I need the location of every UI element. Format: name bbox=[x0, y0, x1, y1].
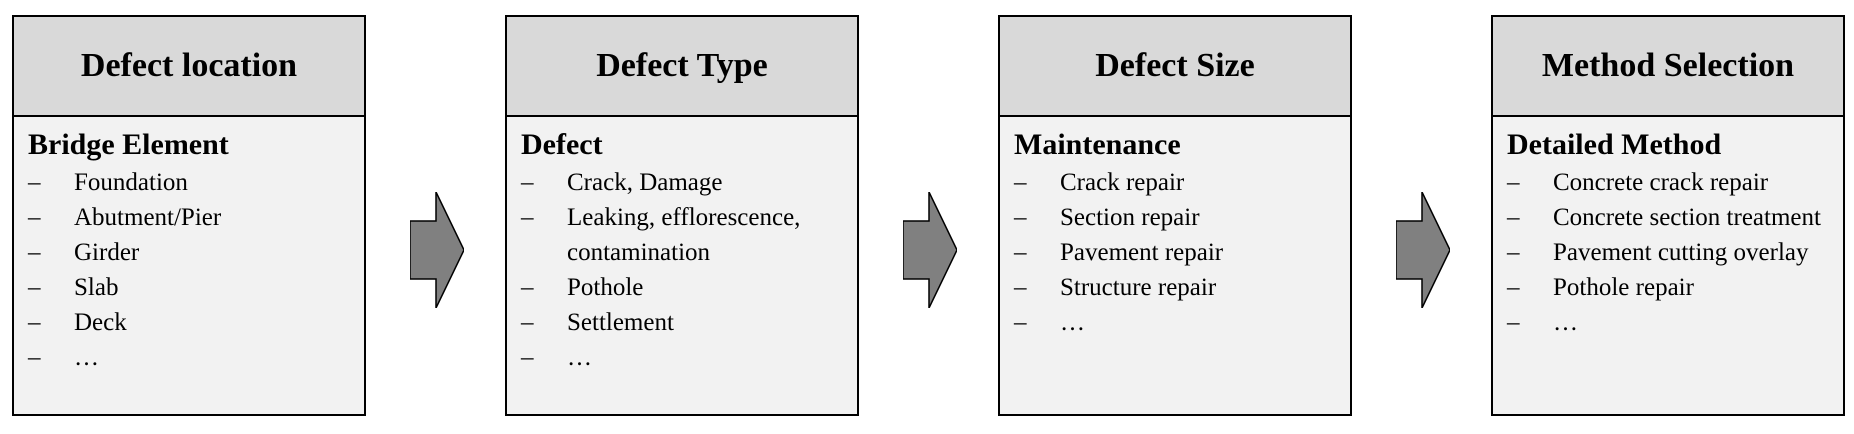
arrow-right-icon bbox=[1396, 192, 1450, 308]
stage-subtitle: Defect bbox=[521, 128, 603, 161]
list-item: –Leaking, efflorescence, contamination bbox=[521, 204, 801, 266]
list-item: –Deck bbox=[28, 309, 127, 336]
list-item: –Pavement cutting overlay bbox=[1507, 239, 1809, 266]
list-item: –Pothole bbox=[521, 274, 644, 301]
stage-title: Defect Type bbox=[507, 17, 857, 117]
list-item: –… bbox=[28, 344, 99, 371]
stage-subtitle: Detailed Method bbox=[1507, 128, 1722, 161]
arrow-right-icon bbox=[903, 192, 957, 308]
list-item: –Girder bbox=[28, 239, 140, 266]
list-item: –Slab bbox=[28, 274, 119, 301]
list-item: –Crack repair bbox=[1014, 169, 1185, 196]
list-item: –Concrete section treatment bbox=[1507, 204, 1821, 231]
list-item: –Pavement repair bbox=[1014, 239, 1224, 266]
list-item: –Section repair bbox=[1014, 204, 1200, 231]
stage-subtitle: Maintenance bbox=[1014, 128, 1181, 161]
arrow-right-icon bbox=[410, 192, 464, 308]
stage-method-selection: Method Selection Detailed Method –Concre… bbox=[1491, 15, 1845, 416]
stage-title: Defect Size bbox=[1000, 17, 1350, 117]
stage-title: Defect location bbox=[14, 17, 364, 117]
list-item: –… bbox=[1014, 309, 1085, 336]
stage-title: Method Selection bbox=[1493, 17, 1843, 117]
list-item: –… bbox=[521, 344, 592, 371]
list-item: –Abutment/Pier bbox=[28, 204, 222, 231]
list-item: –Structure repair bbox=[1014, 274, 1217, 301]
stage-defect-location: Defect location Bridge Element –Foundati… bbox=[12, 15, 366, 416]
list-item: –Settlement bbox=[521, 309, 674, 336]
list-item: –Concrete crack repair bbox=[1507, 169, 1769, 196]
list-item: –… bbox=[1507, 309, 1578, 336]
stage-defect-size: Defect Size Maintenance –Crack repair –S… bbox=[998, 15, 1352, 416]
list-item: –Crack, Damage bbox=[521, 169, 723, 196]
list-item: –Pothole repair bbox=[1507, 274, 1694, 301]
list-item: –Foundation bbox=[28, 169, 188, 196]
stage-defect-type: Defect Type Defect –Crack, Damage –Leaki… bbox=[505, 15, 859, 416]
stage-subtitle: Bridge Element bbox=[28, 128, 229, 161]
